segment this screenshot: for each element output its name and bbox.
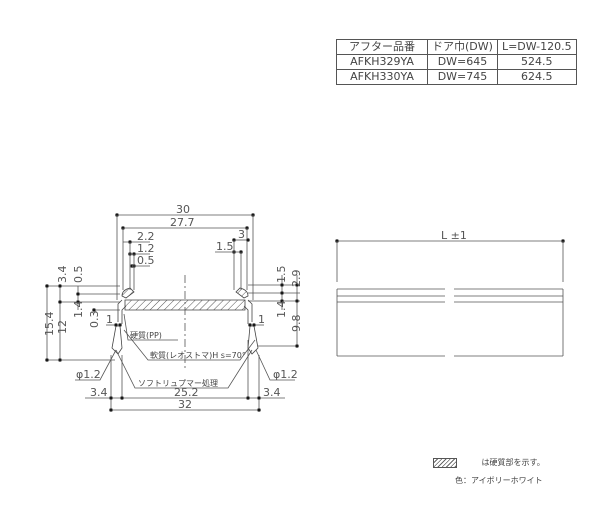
dim-3-4-left: 3.4	[56, 266, 69, 284]
dim-0-3: 0.3	[88, 311, 101, 329]
dim-2-2: 2.2	[137, 230, 155, 243]
part-no: AFKH330YA	[336, 69, 428, 85]
diameter-left: φ1.2	[76, 368, 101, 381]
dim-1-2: 1.2	[137, 242, 155, 255]
callout-hard-material: 硬質(PP)	[130, 330, 162, 340]
dim-1-4-left: 1.4	[72, 301, 85, 319]
dim-27-7: 27.7	[170, 216, 195, 229]
door-width: DW=645	[427, 54, 498, 70]
dim-3-4-bottom-left: 3.4	[90, 386, 108, 399]
diameter-right: φ1.2	[273, 368, 298, 381]
length: 624.5	[496, 69, 577, 85]
legend-color-text: 色：アイボリーホワイト	[455, 476, 543, 485]
dim-0-5-left: 0.5	[72, 266, 85, 284]
dim-1-right: 1	[258, 313, 265, 326]
dim-1-5: 1.5	[216, 240, 234, 253]
callout-soft-material: 軟質(レオストマ)H s=70°	[150, 350, 246, 360]
door-width: DW=745	[427, 69, 498, 85]
dim-1-left: 1	[106, 313, 113, 326]
spec-table: アフター品番 ドア巾(DW) L=DW-120.5 AFKH329YA DW=6…	[336, 39, 577, 85]
dim-25-2: 25.2	[174, 386, 199, 399]
section-view	[45, 213, 300, 412]
length-label: L ±1	[441, 229, 467, 242]
side-view	[335, 239, 565, 357]
dim-15-4: 15.4	[43, 312, 56, 337]
legend-hatch-text: は硬質部を示す。	[481, 458, 545, 467]
dim-30: 30	[176, 203, 190, 216]
dim-32: 32	[178, 398, 192, 411]
callout-treatment: ソフトリュプマー処理	[138, 378, 218, 388]
dim-1-4-right: 1.4	[275, 301, 288, 319]
dim-9-8: 9.8	[290, 315, 303, 333]
dim-3: 3	[238, 228, 245, 241]
table-row: AFKH330YA DW=745 624.5	[336, 69, 577, 85]
section-dimensions: 30 27.7 2.2 1.2 0.5 3 1.5 3.4 0.5 15.4 1…	[43, 203, 303, 411]
dim-12: 12	[56, 320, 69, 334]
dim-2-9: 2.9	[290, 270, 303, 288]
table-row: AFKH329YA DW=645 524.5	[336, 54, 577, 70]
dim-3-4-bottom-right: 3.4	[263, 386, 281, 399]
dim-0-5: 0.5	[137, 254, 155, 267]
dim-1-5-right: 1.5	[275, 266, 288, 284]
hatch-swatch-icon	[433, 457, 457, 468]
legend: は硬質部を示す。 色：アイボリーホワイト	[433, 457, 545, 485]
